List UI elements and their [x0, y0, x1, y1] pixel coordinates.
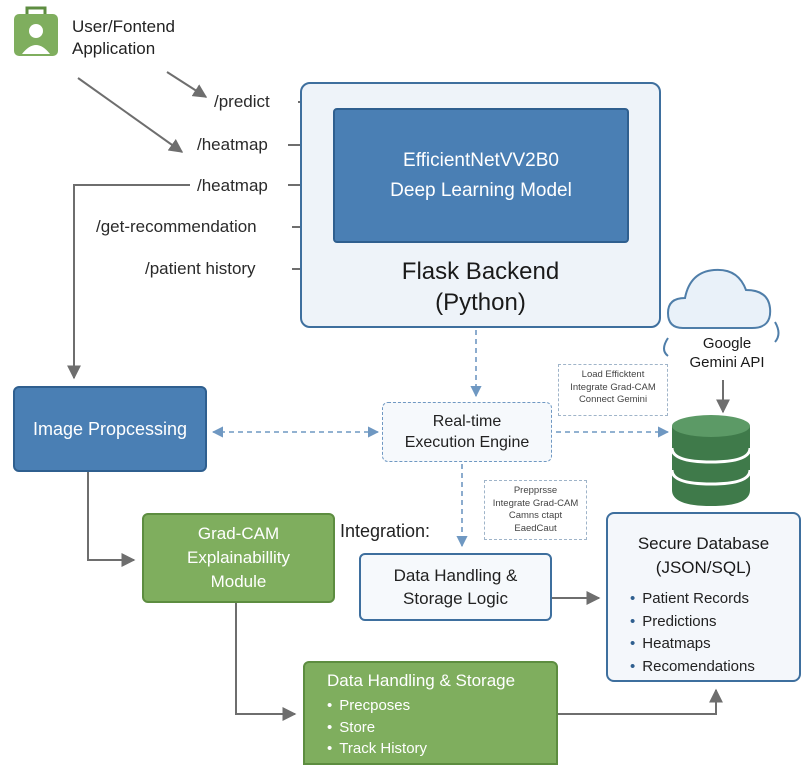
note-load-model: Load Efficktent Integrate Grad-CAM Conne… [558, 364, 668, 416]
image-processing-box: Image Propcessing [13, 386, 207, 472]
endpoint-heatmap-1: /heatmap [197, 135, 268, 154]
data-handling-logic-box: Data Handling & Storage Logic [359, 553, 552, 621]
note2-line2: Integrate Grad-CAM [492, 497, 579, 509]
database-icon [670, 415, 752, 506]
arrow-app-heatmap [77, 77, 184, 153]
model-line1: EfficientNetVV2B0 [403, 149, 559, 171]
arrow-to-image-processing [67, 184, 190, 380]
dhl-line1: Data Handling & [393, 566, 518, 585]
flask-title: Flask Backend (Python) [300, 256, 661, 318]
gemini-line1: Google [702, 335, 752, 352]
endpoint-heatmap-2: /heatmap [197, 176, 268, 195]
list-item: Track History [327, 738, 556, 760]
model-box: EfficientNetVV2B0 Deep Learning Model [333, 108, 629, 243]
arrow-storage-securedb [558, 688, 723, 715]
arrow-app-predict [166, 71, 208, 98]
gradcam-box: Grad-CAM Explainabillity Module [142, 513, 335, 603]
note1-line3: Connect Gemini [578, 394, 648, 405]
realtime-engine-box: Real-time Execution Engine [382, 402, 552, 462]
list-item: Precposes [327, 695, 556, 717]
list-item: Recomendations [630, 656, 799, 679]
list-item: Store [327, 717, 556, 739]
endpoint-get-recommendation: /get-recommendation [96, 217, 257, 236]
cloud-icon [663, 268, 780, 357]
gradcam-line2: Explainabillity [187, 548, 290, 567]
rte-line2: Execution Engine [404, 434, 530, 451]
list-item: Predictions [630, 611, 799, 634]
gemini-label: Google Gemini API [672, 334, 782, 372]
data-storage-title: Data Handling & Storage [327, 671, 516, 690]
secure-db-line1: Secure Database [637, 534, 770, 553]
list-item: Heatmaps [630, 633, 799, 656]
secure-db-list: Patient Records Predictions Heatmaps Rec… [630, 588, 799, 678]
app-title-line2: Application [72, 39, 156, 58]
note-preprocess: Prepprsse Integrate Grad-CAM Camns ctapt… [484, 480, 587, 540]
data-storage-list: Precposes Store Track History [327, 695, 556, 760]
arrow-imgproc-gradcam [87, 472, 136, 567]
note2-line1: Prepprsse [513, 485, 558, 496]
flask-line1: Flask Backend [401, 258, 560, 285]
note2-line3: Camns ctapt [508, 510, 563, 521]
list-item: Patient Records [630, 588, 799, 611]
arrow-gradcam-storage [235, 603, 297, 721]
flask-line2: (Python) [435, 289, 526, 316]
app-title-line1: User/Fontend [72, 17, 175, 36]
secure-db-line2: (JSON/SQL) [655, 558, 752, 577]
data-storage-box: Data Handling & Storage Precposes Store … [303, 661, 558, 765]
note2-line4: EaedCaut [514, 522, 557, 534]
rte-line1: Real-time [432, 413, 502, 430]
user-icon [14, 6, 58, 56]
note1-line2: Integrate Grad-CAM [570, 381, 656, 393]
model-line2: Deep Learning Model [390, 179, 572, 201]
gemini-line2: Gemini API [689, 354, 765, 371]
gradcam-line3: Module [210, 572, 267, 591]
secure-database-box: Secure Database (JSON/SQL) Patient Recor… [606, 512, 801, 682]
app-title: User/Fontend Application [72, 16, 175, 60]
dhl-line2: Storage Logic [403, 589, 508, 608]
endpoint-patient-history: /patient history [145, 259, 256, 278]
endpoint-predict: /predict [214, 92, 270, 111]
gradcam-line1: Grad-CAM [197, 524, 280, 543]
integration-label: Integration: [340, 521, 431, 541]
note1-line1: Load Efficktent [581, 369, 645, 380]
image-processing-label: Image Propcessing [32, 418, 188, 439]
